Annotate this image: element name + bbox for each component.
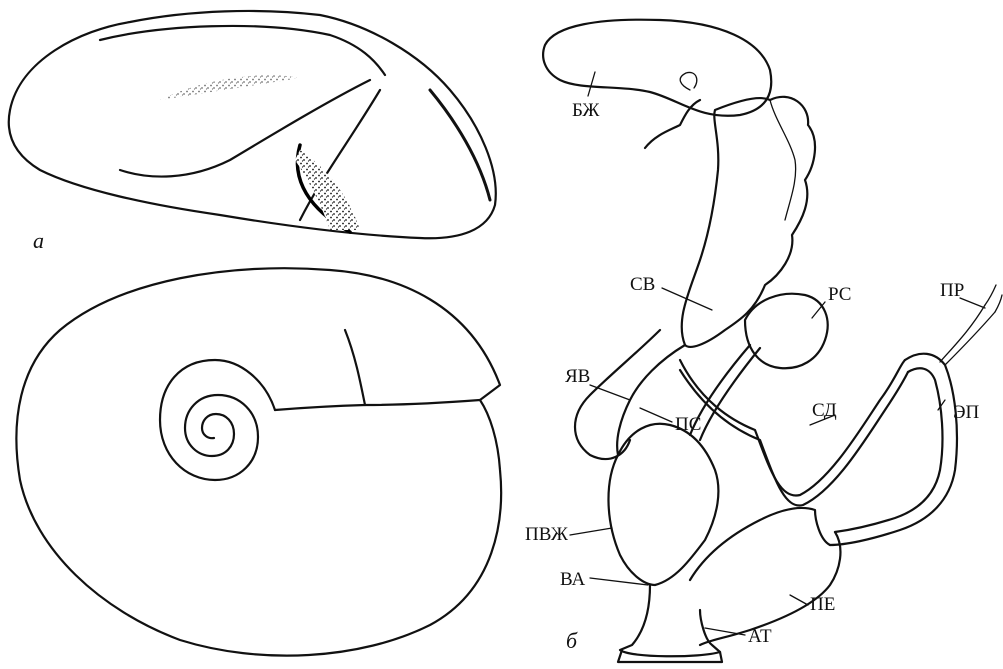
- shell-top-view: [16, 268, 501, 655]
- shell-side-view: [9, 11, 496, 238]
- label-ep: ЭП: [953, 402, 980, 423]
- label-sd: СД: [812, 400, 837, 421]
- panel-label-a: а: [33, 228, 44, 253]
- label-va: ВА: [560, 569, 585, 590]
- label-ps: ПС: [675, 414, 701, 435]
- label-pvzh: ПВЖ: [525, 524, 569, 545]
- label-at: АТ: [748, 626, 772, 647]
- label-pe: ПЕ: [810, 594, 835, 615]
- label-rs: РС: [828, 284, 851, 305]
- label-sv: СВ: [630, 274, 655, 295]
- label-yav: ЯВ: [565, 366, 590, 387]
- label-bzh: БЖ: [572, 100, 600, 121]
- reproductive-system: [543, 20, 1002, 662]
- label-pr: ПР: [940, 280, 964, 301]
- panel-label-b: б: [566, 628, 578, 653]
